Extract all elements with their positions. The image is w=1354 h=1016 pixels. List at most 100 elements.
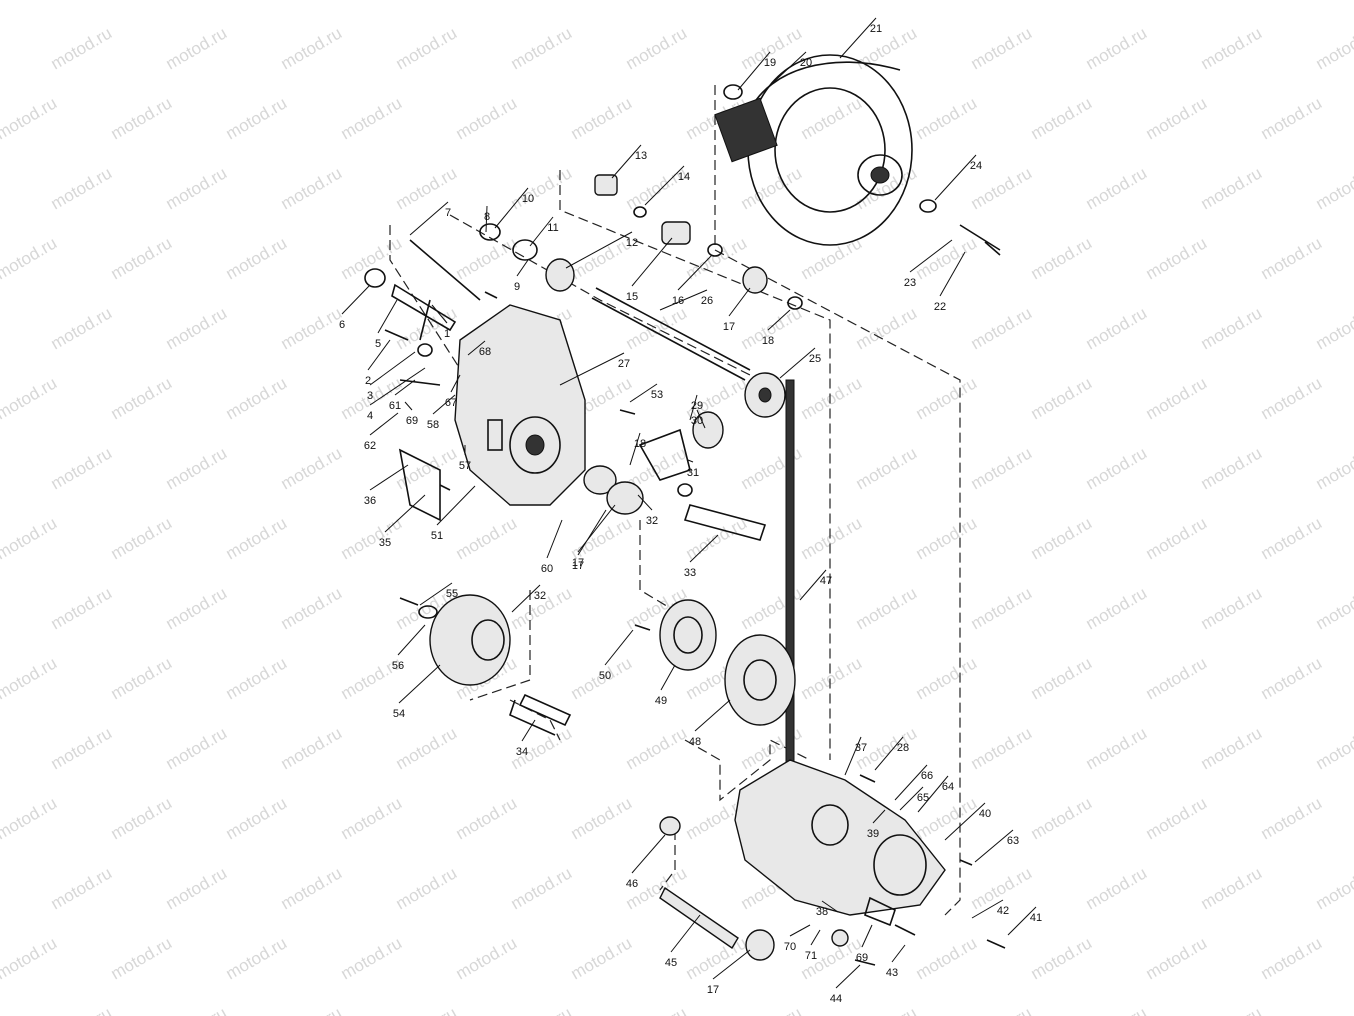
watermark-text: motod.ru [508, 163, 576, 213]
watermark-text: motod.ru [968, 23, 1036, 73]
callout-label: 16 [672, 295, 684, 307]
watermark-text: motod.ru [738, 163, 806, 213]
watermark-text: motod.ru [1028, 233, 1096, 283]
watermark-text: motod.ru [968, 723, 1036, 773]
watermark-text: motod.ru [108, 93, 176, 143]
watermark-text: motod.ru [968, 303, 1036, 353]
callout-leader [779, 347, 816, 379]
callout-leader [894, 764, 928, 801]
watermark-text: motod.ru [913, 373, 981, 423]
watermark-text: motod.ru [1198, 583, 1266, 633]
watermark-text: motod.ru [1313, 163, 1354, 213]
watermark-text: motod.ru [223, 233, 291, 283]
callout-label: 32 [534, 590, 546, 602]
callout-leader [861, 924, 873, 948]
callout-label: 35 [379, 537, 391, 549]
callout-leader [521, 719, 536, 742]
watermark-text: motod.ru [1258, 93, 1326, 143]
callout-label: 5 [375, 338, 381, 350]
callout-leader [511, 584, 541, 613]
callout-leader [844, 736, 862, 776]
watermark-text: motod.ru [968, 443, 1036, 493]
watermark-text: motod.ru [913, 933, 981, 983]
watermark-text: motod.ru [108, 653, 176, 703]
callout-label: 9 [514, 281, 520, 293]
callout-label: 49 [655, 695, 667, 707]
callout-label: 29 [691, 400, 703, 412]
gearcase-cover [398, 304, 767, 541]
callout-leader [737, 51, 771, 91]
callout-leader [659, 289, 708, 311]
watermark-text: motod.ru [1143, 933, 1211, 983]
watermark-text: motod.ru [568, 933, 636, 983]
callout-label: 18 [634, 438, 646, 450]
callout-label: 63 [1007, 835, 1019, 847]
callout-label: 65 [917, 792, 929, 804]
callout-leader [629, 432, 641, 466]
callout-leader [419, 582, 453, 606]
watermark-text: motod.ru [453, 933, 521, 983]
callout-leader [944, 802, 986, 841]
chain-tensioner [509, 693, 572, 736]
callout-leader [728, 287, 751, 317]
callout-leader [712, 949, 751, 980]
callout-leaders [341, 17, 1037, 989]
callout-leader [404, 401, 413, 411]
watermark-text: motod.ru [1028, 933, 1096, 983]
callout-leader [436, 485, 476, 526]
callout-leader [516, 259, 529, 277]
watermark-text: motod.ru [738, 1003, 806, 1016]
watermark-text: motod.ru [453, 233, 521, 283]
watermark-text: motod.ru [1198, 1003, 1266, 1016]
callout-label: 53 [651, 389, 663, 401]
callout-leader [934, 154, 977, 201]
watermark-text: motod.ru [968, 583, 1036, 633]
watermark-text: motod.ru [453, 93, 521, 143]
watermark-text: motod.ru [108, 0, 176, 3]
callout-leader [369, 464, 409, 491]
callout-label: 30 [691, 415, 703, 427]
callout-leader [467, 340, 486, 356]
callout-label: 44 [830, 993, 842, 1005]
callout-label: 2 [365, 375, 371, 387]
watermark-text: motod.ru [508, 1003, 576, 1016]
watermark-text: motod.ru [278, 723, 346, 773]
watermark-text: motod.ru [0, 93, 60, 143]
callout-leader [394, 379, 416, 396]
callout-leader [369, 351, 416, 386]
callout-label: 17 [707, 984, 719, 996]
callout-leader [872, 809, 886, 824]
watermark-text: motod.ru [913, 233, 981, 283]
callout-leader [529, 216, 554, 247]
watermark-text: motod.ru [1198, 303, 1266, 353]
watermark-text: motod.ru [223, 373, 291, 423]
watermark-text: motod.ru [393, 1003, 461, 1016]
callout-label: 26 [701, 295, 713, 307]
watermark-text: motod.ru [48, 583, 116, 633]
watermark-text: motod.ru [0, 933, 60, 983]
watermark-text: motod.ru [1313, 23, 1354, 73]
callout-label: 12 [626, 237, 638, 249]
watermark-text: motod.ru [853, 583, 921, 633]
callout-label: 66 [921, 770, 933, 782]
watermark-text: motod.ru [1198, 863, 1266, 913]
callout-leader [1007, 906, 1037, 936]
watermark-text: motod.ru [338, 933, 406, 983]
watermark-text: motod.ru [1028, 793, 1096, 843]
watermark-text: motod.ru [338, 0, 406, 3]
watermark-text: motod.ru [1258, 793, 1326, 843]
watermark-text: motod.ru [108, 373, 176, 423]
callout-label: 28 [897, 742, 909, 754]
watermark-text: motod.ru [508, 23, 576, 73]
callout-label: 69 [856, 952, 868, 964]
watermark-text: motod.ru [163, 723, 231, 773]
callout-leader [789, 924, 811, 937]
callout-leader [369, 367, 426, 406]
watermark-text: motod.ru [278, 303, 346, 353]
watermark-text: motod.ru [568, 93, 636, 143]
callout-label: 47 [820, 575, 832, 587]
callout-leader [397, 624, 426, 656]
callout-label: 31 [687, 467, 699, 479]
callout-label: 11 [547, 222, 558, 234]
